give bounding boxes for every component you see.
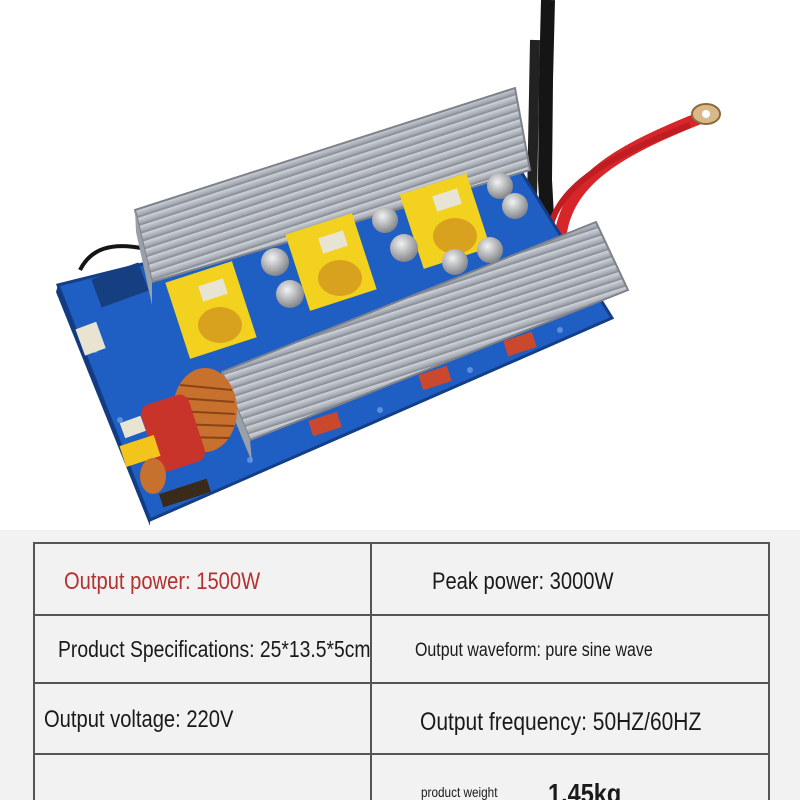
spec-output-voltage: Output voltage: 220V: [44, 706, 234, 733]
inverter-board-illustration: [55, 0, 721, 526]
spec-output-power: Output power: 1500W: [64, 568, 261, 595]
table-border-left: [33, 542, 35, 800]
product-photo: [55, 0, 721, 526]
spec-output-frequency: Output frequency: 50HZ/60HZ: [420, 708, 702, 736]
transformer-3: [399, 173, 491, 269]
spec-product-specifications: Product Specifications: 25*13.5*5cm: [58, 636, 371, 662]
spec-product-weight-label: product weight: [421, 784, 498, 800]
table-border-right: [768, 542, 770, 800]
transformer-1: [165, 261, 257, 359]
spec-output-waveform: Output waveform: pure sine wave: [415, 640, 653, 661]
transformer-2: [285, 213, 377, 311]
table-row-divider: [34, 682, 770, 684]
table-row-divider: [34, 614, 770, 616]
capacitors: [261, 173, 528, 308]
spec-product-weight-value: 1.45kg: [548, 778, 622, 800]
specs-table: Output power: 1500W Peak power: 3000W Pr…: [0, 530, 800, 800]
table-row-divider: [34, 753, 770, 755]
table-column-divider: [370, 542, 372, 800]
table-border-top: [34, 542, 770, 544]
spec-peak-power: Peak power: 3000W: [432, 568, 614, 595]
